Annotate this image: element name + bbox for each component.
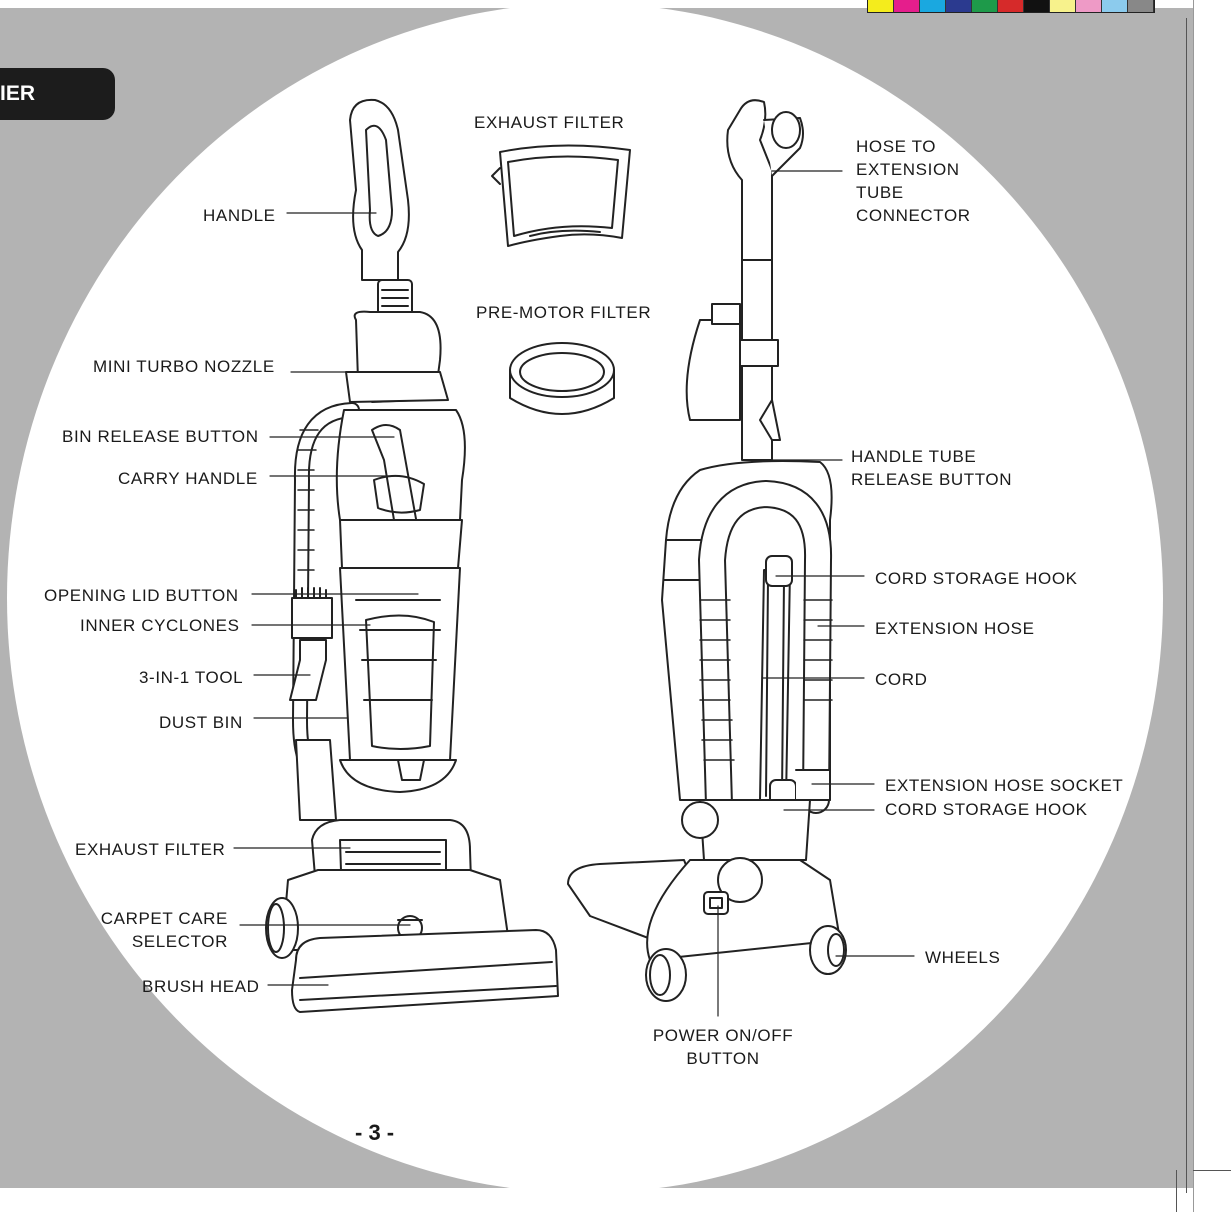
margin-line <box>1193 0 1194 1212</box>
label-line: RELEASE BUTTON <box>851 470 1013 489</box>
section-tab: IER <box>0 68 115 120</box>
label-line: HANDLE TUBE <box>851 447 977 466</box>
label-line: SELECTOR <box>131 932 228 951</box>
color-swatch <box>1024 0 1050 12</box>
crop-mark <box>1176 1170 1177 1212</box>
color-swatch <box>946 0 972 12</box>
label-brush-head: BRUSH HEAD <box>142 977 260 996</box>
label-line: EXTENSION <box>856 160 960 179</box>
pre-motor-filter-illustration <box>509 342 615 415</box>
page-number: - 3 - <box>355 1120 395 1145</box>
color-swatch <box>894 0 920 12</box>
label-cord-storage-hook-top: CORD STORAGE HOOK <box>875 569 1078 588</box>
crop-mark <box>1186 18 1187 1193</box>
exhaust-filter-illustration <box>491 144 631 247</box>
label-extension-hose-socket: EXTENSION HOSE SOCKET <box>885 776 1124 795</box>
label-line: BUTTON <box>686 1049 760 1068</box>
vacuum-rear-illustration <box>567 99 847 1002</box>
label-mini-turbo-nozzle: MINI TURBO NOZZLE <box>93 357 275 376</box>
label-line: POWER ON/OFF <box>652 1026 794 1045</box>
label-opening-lid-button: OPENING LID BUTTON <box>44 586 239 605</box>
color-swatch <box>1102 0 1128 12</box>
label-exhaust-filter-left: EXHAUST FILTER <box>75 840 226 859</box>
leader-lines <box>233 170 915 1017</box>
label-line: TUBE <box>856 183 904 202</box>
color-swatch <box>1076 0 1102 12</box>
label-line: CARPET CARE <box>100 909 228 928</box>
label-carry-handle: CARRY HANDLE <box>118 469 258 488</box>
label-exhaust-filter-top: EXHAUST FILTER <box>474 113 625 132</box>
color-swatch <box>972 0 998 12</box>
label-inner-cyclones: INNER CYCLONES <box>80 616 240 635</box>
color-swatch <box>1050 0 1076 12</box>
color-swatch <box>868 0 894 12</box>
label-extension-hose: EXTENSION HOSE <box>875 619 1035 638</box>
color-swatch <box>1128 0 1154 12</box>
vacuum-front-illustration <box>265 98 559 1013</box>
registration-color-bar <box>867 0 1155 13</box>
label-handle-tube-release-button: HANDLE TUBE RELEASE BUTTON <box>851 445 1012 491</box>
label-cord: CORD <box>875 670 928 689</box>
label-pre-motor-filter: PRE-MOTOR FILTER <box>476 303 652 322</box>
label-line: CONNECTOR <box>856 206 971 225</box>
label-hose-to-extension-tube-connector: HOSE TO EXTENSION TUBE CONNECTOR <box>856 135 971 227</box>
label-line: HOSE TO <box>856 137 937 156</box>
label-dust-bin: DUST BIN <box>159 713 243 732</box>
color-swatch <box>998 0 1024 12</box>
label-power-on-off-button: POWER ON/OFF BUTTON <box>643 1024 803 1070</box>
color-swatch <box>920 0 946 12</box>
crop-mark <box>1193 1170 1231 1171</box>
label-bin-release-button: BIN RELEASE BUTTON <box>62 427 259 446</box>
section-tab-text: IER <box>0 82 36 105</box>
label-wheels: WHEELS <box>925 948 1001 967</box>
label-cord-storage-hook-bottom: CORD STORAGE HOOK <box>885 800 1088 819</box>
label-carpet-care-selector: CARPET CARE SELECTOR <box>90 907 228 953</box>
label-3-in-1-tool: 3-IN-1 TOOL <box>139 668 244 687</box>
label-handle: HANDLE <box>203 206 276 225</box>
